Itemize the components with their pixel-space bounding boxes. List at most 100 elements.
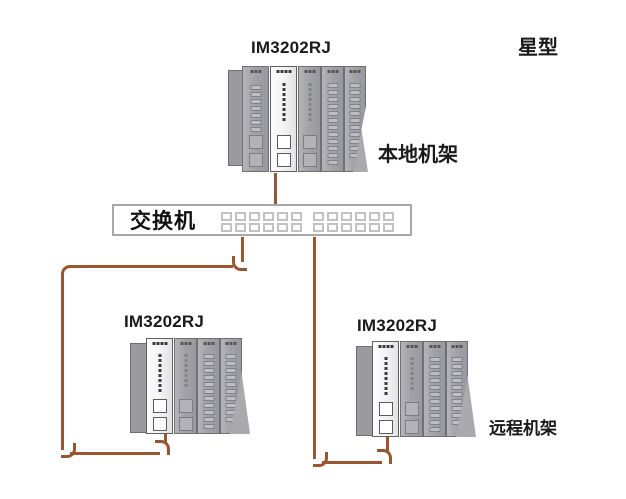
local-rack-module-4[interactable]	[321, 66, 344, 172]
switch-port[interactable]	[263, 223, 274, 232]
switch-port[interactable]	[313, 223, 324, 232]
switch-port-group-divider	[305, 212, 310, 221]
remote-rack-left-module-3[interactable]	[197, 338, 220, 434]
switch-port[interactable]	[327, 223, 338, 232]
switch-port[interactable]	[291, 223, 302, 232]
module-status-leds-icon	[406, 345, 417, 348]
cable-switch-to-left-rack-seg4	[70, 452, 160, 455]
module-connector-lower	[276, 153, 291, 167]
switch-port[interactable]	[341, 223, 352, 232]
cable-switch-to-left-rack-seg2	[70, 265, 233, 268]
switch-port[interactable]	[249, 223, 260, 232]
network-switch[interactable]: 交换机	[112, 204, 412, 236]
switch-port[interactable]	[277, 223, 288, 232]
remote-rack-left-module-2[interactable]	[174, 338, 197, 434]
switch-port-group-divider	[305, 223, 310, 232]
switch-port[interactable]	[369, 212, 380, 221]
local-rack-module-3[interactable]	[298, 66, 321, 172]
remote-rack-left[interactable]	[130, 338, 250, 438]
remote-rack-role-label: 远程机架	[489, 419, 557, 438]
remote-rack-right[interactable]	[356, 341, 476, 441]
cable-switch-to-left-rack-corner1	[232, 256, 247, 271]
module-status-leds-icon	[378, 345, 393, 348]
switch-port[interactable]	[383, 212, 394, 221]
module-status-leds-icon	[429, 345, 440, 348]
switch-port[interactable]	[235, 212, 246, 221]
cable-switch-to-left-rack-corner2	[61, 265, 76, 280]
switch-port[interactable]	[221, 212, 232, 221]
module-led-column	[158, 354, 161, 392]
module-connector-upper	[302, 135, 317, 149]
module-connector-lower	[404, 420, 419, 434]
module-connector-upper	[404, 402, 419, 416]
cable-switch-to-right-rack-seg3	[386, 430, 389, 452]
module-status-leds-icon	[180, 342, 191, 345]
switch-port[interactable]	[369, 223, 380, 232]
module-connector-upper	[378, 402, 393, 416]
module-terminal-strip	[327, 83, 338, 165]
switch-port-row-top	[221, 212, 394, 221]
cable-switch-to-left-rack-corner3	[61, 443, 76, 458]
remote-rack-right-model-label: IM3202RJ	[357, 316, 438, 335]
cable-switch-to-left-rack-seg1	[241, 237, 244, 262]
switch-port[interactable]	[235, 223, 246, 232]
local-rack-module-1[interactable]	[242, 66, 269, 172]
switch-port[interactable]	[249, 212, 260, 221]
local-rack-module-2-highlighted[interactable]	[270, 66, 297, 172]
module-terminal-strip	[349, 83, 361, 158]
local-rack-model-label: IM3202RJ	[251, 38, 332, 57]
switch-port-group-3	[221, 223, 302, 232]
cable-switch-to-left-rack-corner4	[155, 440, 170, 455]
module-terminal-strip	[451, 357, 463, 425]
remote-rack-right-module-1-highlighted[interactable]	[372, 341, 399, 437]
module-status-leds-icon	[203, 342, 214, 345]
switch-port[interactable]	[341, 212, 352, 221]
module-status-leds-icon	[276, 70, 291, 73]
module-led-column	[410, 357, 413, 390]
module-status-leds-icon	[451, 345, 463, 348]
module-status-leds-icon	[327, 70, 338, 73]
module-status-leds-icon	[152, 342, 167, 345]
remote-rack-left-module-1-highlighted[interactable]	[146, 338, 173, 434]
switch-port[interactable]	[277, 212, 288, 221]
remote-rack-right-module-3[interactable]	[423, 341, 446, 437]
module-status-leds-icon	[225, 342, 237, 345]
module-terminal-strip	[225, 354, 237, 422]
cable-switch-to-right-rack-seg1	[313, 237, 316, 459]
cable-switch-to-right-rack-corner1	[313, 452, 328, 467]
switch-port[interactable]	[327, 212, 338, 221]
module-terminal-strip	[429, 357, 440, 432]
module-connector-upper	[276, 135, 291, 149]
remote-rack-right-module-2[interactable]	[400, 341, 423, 437]
switch-port-row-bottom	[221, 223, 394, 232]
switch-port[interactable]	[313, 212, 324, 221]
switch-port[interactable]	[355, 212, 366, 221]
switch-port-bank	[221, 212, 394, 232]
cable-switch-to-right-rack-seg2	[322, 461, 382, 464]
switch-name-label: 交换机	[130, 210, 196, 233]
module-led-column	[384, 357, 387, 395]
switch-port[interactable]	[291, 212, 302, 221]
module-status-leds-icon	[250, 70, 261, 73]
switch-port[interactable]	[383, 223, 394, 232]
switch-port-group-2	[313, 212, 394, 221]
switch-port[interactable]	[263, 212, 274, 221]
switch-port-group-4	[313, 223, 394, 232]
module-led-column	[282, 83, 285, 121]
local-rack-role-label: 本地机架	[378, 144, 458, 166]
local-rack[interactable]	[228, 66, 368, 176]
module-connector-upper	[248, 135, 263, 149]
module-connector-lower	[302, 153, 317, 167]
cable-switch-to-left-rack-seg5	[164, 428, 167, 444]
module-status-leds-icon	[349, 70, 361, 73]
module-connector-lower	[178, 417, 193, 431]
cable-switch-to-left-rack-seg3	[61, 274, 64, 450]
module-led-column	[184, 354, 187, 387]
module-connector-lower	[152, 417, 167, 431]
cable-local-rack-to-switch	[274, 173, 277, 206]
switch-port[interactable]	[221, 223, 232, 232]
switch-port-group-1	[221, 212, 302, 221]
switch-port[interactable]	[355, 223, 366, 232]
module-led-column	[308, 83, 311, 121]
